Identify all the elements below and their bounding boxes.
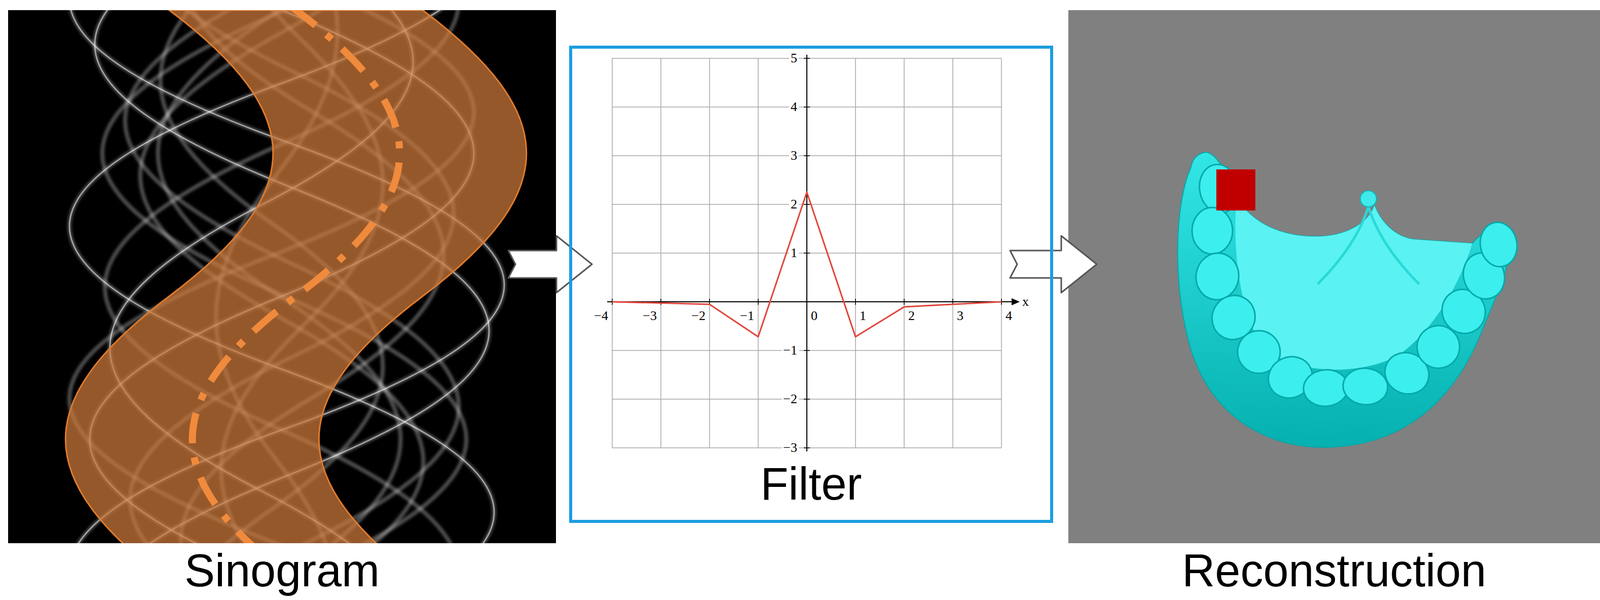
tooth (1341, 365, 1390, 406)
dash-dot-centre-line (192, 10, 400, 543)
jaw-ridge (1317, 206, 1420, 284)
tick-label: −2 (781, 392, 799, 406)
sinogram-panel: Sinogram (8, 10, 556, 543)
tick-label-holder: −2 (689, 309, 708, 323)
tick-label-holder: 1 (858, 309, 868, 323)
tick-label-holder: 2 (789, 197, 799, 211)
tick-label-holder: 5 (789, 51, 799, 65)
tick-label-holder: −1 (781, 343, 799, 357)
tick-label: 0 (809, 309, 820, 323)
tick-label-holder: 4 (789, 100, 799, 114)
tick-label: −3 (781, 440, 799, 455)
tick-label-holder: 3 (789, 149, 799, 163)
tick-label: 1 (858, 309, 868, 323)
panel-label: Sinogram (8, 547, 556, 593)
tick-label-holder: 4 (1003, 309, 1014, 323)
tooth (1476, 218, 1521, 270)
filter-box: Filter (569, 45, 1054, 523)
red-marker (1216, 169, 1256, 211)
jaw-knob (1360, 190, 1377, 207)
tick-label: −1 (781, 343, 799, 357)
sinogram-image (65, 10, 527, 543)
tick-label-holder: −1 (738, 309, 756, 323)
tick-label: 1 (789, 246, 799, 260)
tick-label: 3 (955, 309, 965, 323)
tick-label: 4 (789, 100, 799, 114)
tick-label-holder: −2 (781, 392, 799, 406)
axis-name: x (1020, 294, 1031, 309)
x-axis-arrowhead (1011, 298, 1020, 306)
panel-label: Reconstruction (1068, 547, 1600, 593)
tick-label-holder: 3 (955, 309, 965, 323)
tooth (1192, 207, 1233, 254)
reconstruction-background (1068, 10, 1600, 543)
tick-label: −2 (689, 309, 708, 323)
panel-label: Filter (572, 460, 1051, 507)
jaw-shell (1177, 152, 1509, 448)
axis-ticks (612, 58, 1002, 448)
teeth (1192, 161, 1521, 408)
tick-label: −1 (738, 309, 756, 323)
tick-label: 2 (789, 197, 799, 211)
tick-label-holder: −3 (641, 309, 659, 323)
tick-label: 3 (789, 149, 799, 163)
reconstruction-panel: Reconstruction (1068, 10, 1600, 543)
orange-band (65, 10, 527, 543)
tick-label: 4 (1003, 309, 1014, 323)
tick-label-holder: 0 (809, 309, 820, 323)
tick-label: 5 (789, 51, 799, 65)
tick-label: 2 (906, 309, 917, 323)
block-arrow (508, 235, 592, 293)
tick-label-holder: 2 (906, 309, 917, 323)
tick-label: −3 (641, 309, 659, 323)
block-arrow (1010, 235, 1097, 293)
tick-label-holder: −3 (781, 440, 799, 455)
filter-curve (612, 192, 1002, 337)
tick-label: −4 (592, 309, 610, 323)
tick-label-holder: x (1020, 294, 1031, 309)
tick-label-holder: 1 (789, 246, 799, 260)
tick-label-holder: −4 (592, 309, 610, 323)
